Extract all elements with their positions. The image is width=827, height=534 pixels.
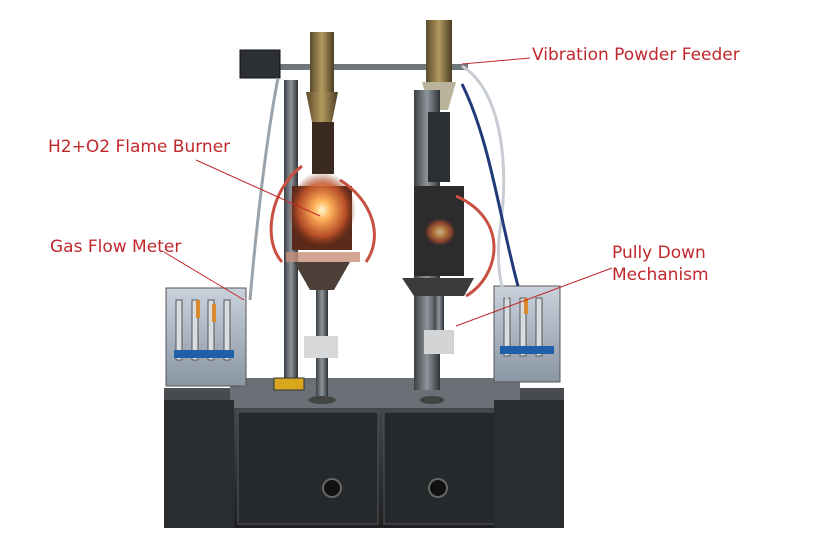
leader-line-feeder bbox=[461, 57, 531, 65]
gas-flow-meter-right bbox=[493, 285, 561, 383]
gas-flow-meter-left bbox=[165, 287, 247, 387]
label-pully-line1: Pully Down bbox=[612, 243, 706, 263]
leader-line-pully bbox=[455, 267, 613, 327]
gas-hoses bbox=[248, 64, 520, 301]
powder-feeder-assembly bbox=[402, 20, 474, 404]
cabinet bbox=[164, 378, 564, 528]
label-vibration-powder-feeder: Vibration Powder Feeder bbox=[532, 45, 740, 65]
leader-lines bbox=[163, 57, 613, 327]
crossbar bbox=[239, 49, 468, 79]
label-flame-burner: H2+O2 Flame Burner bbox=[48, 137, 231, 157]
flame-burner-assembly bbox=[273, 32, 360, 404]
label-pully-down-mechanism: Pully Down Mechanism bbox=[612, 242, 709, 286]
label-gas-flow-meter: Gas Flow Meter bbox=[50, 237, 182, 257]
leader-line-burner bbox=[195, 159, 321, 217]
leader-line-meter bbox=[163, 251, 245, 301]
label-pully-line2: Mechanism bbox=[612, 265, 709, 285]
